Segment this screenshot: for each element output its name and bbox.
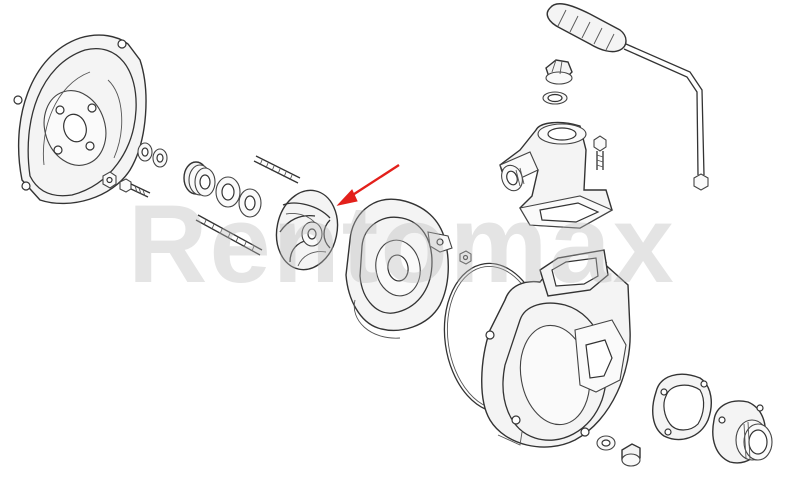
- cap-washer: [542, 91, 568, 105]
- bolt-elbow: [593, 135, 607, 170]
- discharge-elbow: [499, 121, 614, 229]
- drain-plug: [621, 443, 641, 467]
- stud-lower: [195, 214, 263, 256]
- rear-housing-plate: [13, 34, 147, 205]
- impeller: [275, 189, 339, 271]
- drain-washer: [596, 435, 616, 451]
- handle-rod: [623, 43, 709, 191]
- pump-body: [481, 249, 631, 448]
- handle-grip: [546, 3, 627, 53]
- inspection-cover-gasket: [652, 373, 712, 441]
- bolt-left: [119, 178, 151, 198]
- nut-casing: [459, 250, 472, 265]
- washer-small-1: [137, 142, 153, 162]
- seal-ring-1: [215, 176, 241, 208]
- suction-fitting: [712, 400, 773, 464]
- watermark-text: Rentomax: [128, 183, 676, 306]
- seal-ring-2: [238, 188, 262, 218]
- stud-upper: [253, 155, 301, 184]
- washer-small-2: [152, 148, 168, 168]
- seal-bellows: [183, 161, 216, 197]
- nut-small: [102, 171, 117, 189]
- red-indicator-arrow-icon: [336, 163, 400, 206]
- volute-casing: [345, 198, 453, 339]
- filler-cap: [545, 59, 573, 85]
